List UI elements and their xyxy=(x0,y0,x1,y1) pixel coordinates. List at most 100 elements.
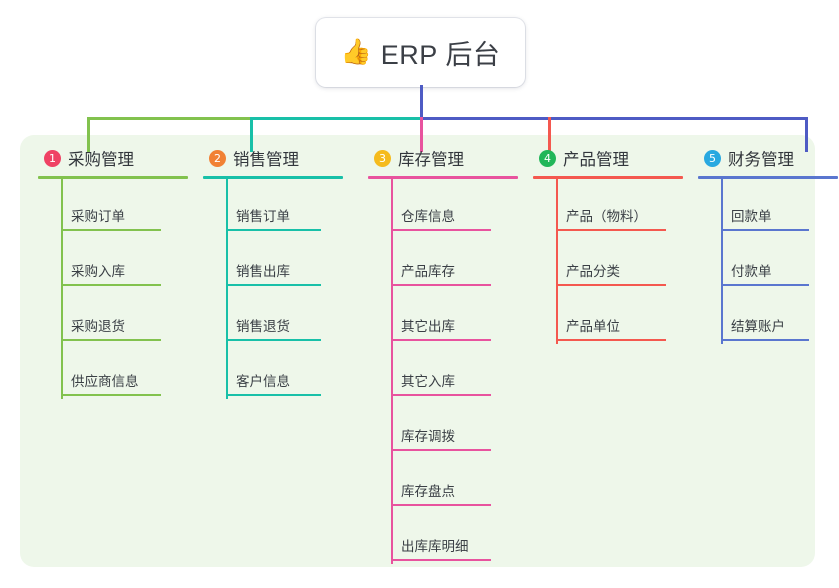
branch-rail xyxy=(556,179,558,344)
bus-segment-teal xyxy=(250,117,420,120)
branch-item-rule xyxy=(721,339,809,341)
branch-title: 财务管理 xyxy=(728,151,794,169)
branch-item-rule xyxy=(391,284,491,286)
branch-stub-3 xyxy=(420,117,423,152)
branch-header-4[interactable]: 4 产品管理 xyxy=(533,145,683,171)
branch-item-rule xyxy=(226,339,321,341)
branch-number-badge: 2 xyxy=(209,149,226,167)
root-node-content: 👍 ERP 后台 xyxy=(341,33,501,72)
branch-item[interactable]: 付款单 xyxy=(698,234,838,289)
branch-item[interactable]: 产品单位 xyxy=(533,289,683,344)
branch-item-label: 产品分类 xyxy=(566,264,620,279)
branch-item-label: 采购订单 xyxy=(71,209,125,224)
branch-item[interactable]: 销售出库 xyxy=(203,234,343,289)
branch-number-badge: 5 xyxy=(704,149,721,167)
branch-item[interactable]: 供应商信息 xyxy=(38,344,188,399)
branch-title: 采购管理 xyxy=(68,151,134,169)
branch-item-label: 库存盘点 xyxy=(401,484,455,499)
branch-item-rule xyxy=(226,394,321,396)
branch-header-1[interactable]: 1 采购管理 xyxy=(38,145,188,171)
branch-number-badge: 1 xyxy=(44,149,61,167)
branch-header-5[interactable]: 5 财务管理 xyxy=(698,145,838,171)
branch-item[interactable]: 库存盘点 xyxy=(368,454,518,509)
branch-header-3[interactable]: 3 库存管理 xyxy=(368,145,518,171)
branch-item-rule xyxy=(226,284,321,286)
branch-item-label: 库存调拨 xyxy=(401,429,455,444)
branch-item-list: 仓库信息产品库存其它出库其它入库库存调拨库存盘点出库库明细 xyxy=(368,179,518,564)
branch-item[interactable]: 采购入库 xyxy=(38,234,188,289)
branch-item[interactable]: 销售订单 xyxy=(203,179,343,234)
branch-item[interactable]: 其它出库 xyxy=(368,289,518,344)
branch-item-label: 采购入库 xyxy=(71,264,125,279)
branch-item-list: 销售订单销售出库销售退货客户信息 xyxy=(203,179,343,399)
root-stem xyxy=(420,85,423,120)
branch-item-rule xyxy=(391,449,491,451)
branch-item[interactable]: 出库库明细 xyxy=(368,509,518,564)
branch-item-label: 供应商信息 xyxy=(71,374,139,389)
branch-item[interactable]: 销售退货 xyxy=(203,289,343,344)
branch-header-rule xyxy=(698,176,838,179)
branch-item-rule xyxy=(61,229,161,231)
branch-item[interactable]: 库存调拨 xyxy=(368,399,518,454)
branch-stub-2 xyxy=(250,117,253,152)
branch-item-rule xyxy=(556,229,666,231)
branch-title: 销售管理 xyxy=(233,151,299,169)
branch-item-label: 其它出库 xyxy=(401,319,455,334)
branch-title: 产品管理 xyxy=(563,151,629,169)
branch-column-3[interactable]: 3 库存管理仓库信息产品库存其它出库其它入库库存调拨库存盘点出库库明细 xyxy=(368,145,518,564)
branch-item-rule xyxy=(391,229,491,231)
branch-header-rule xyxy=(533,176,683,179)
branch-item-rule xyxy=(61,394,161,396)
branch-item-rule xyxy=(556,339,666,341)
branch-item[interactable]: 采购订单 xyxy=(38,179,188,234)
branch-item[interactable]: 产品库存 xyxy=(368,234,518,289)
branch-column-1[interactable]: 1 采购管理采购订单采购入库采购退货供应商信息 xyxy=(38,145,188,399)
branch-item[interactable]: 仓库信息 xyxy=(368,179,518,234)
branch-item-rule xyxy=(391,394,491,396)
branch-item-rule xyxy=(226,229,321,231)
branch-item-rule xyxy=(721,284,809,286)
branch-stub-1 xyxy=(87,117,90,152)
branch-item-list: 回款单付款单结算账户 xyxy=(698,179,838,344)
branch-header-rule xyxy=(368,176,518,179)
branch-item-label: 销售出库 xyxy=(236,264,290,279)
branch-number-badge: 4 xyxy=(539,149,556,167)
branch-column-2[interactable]: 2 销售管理销售订单销售出库销售退货客户信息 xyxy=(203,145,343,399)
branch-stub-5 xyxy=(805,117,808,152)
thumbs-up-icon: 👍 xyxy=(340,38,372,66)
branch-column-5[interactable]: 5 财务管理回款单付款单结算账户 xyxy=(698,145,838,344)
branch-rail xyxy=(721,179,723,344)
branch-item[interactable]: 回款单 xyxy=(698,179,838,234)
branch-item[interactable]: 客户信息 xyxy=(203,344,343,399)
branch-item-rule xyxy=(721,229,809,231)
branch-rail xyxy=(226,179,228,399)
branch-item-label: 回款单 xyxy=(731,209,772,224)
root-node-title: ERP 后台 xyxy=(380,40,501,70)
branch-item-label: 产品库存 xyxy=(401,264,455,279)
branch-item-label: 产品（物料） xyxy=(566,209,647,224)
branch-rail xyxy=(391,179,393,564)
branch-item-label: 销售退货 xyxy=(236,319,290,334)
branch-number-badge: 3 xyxy=(374,149,391,167)
branch-item-rule xyxy=(61,284,161,286)
branch-item-rule xyxy=(556,284,666,286)
root-node[interactable]: 👍 ERP 后台 xyxy=(316,18,525,87)
branch-item-rule xyxy=(391,339,491,341)
bus-segment-indigo xyxy=(420,117,806,120)
branch-item-label: 产品单位 xyxy=(566,319,620,334)
branch-title: 库存管理 xyxy=(398,151,464,169)
branch-item[interactable]: 结算账户 xyxy=(698,289,838,344)
branch-rail xyxy=(61,179,63,399)
branch-item-rule xyxy=(391,559,491,561)
branch-header-2[interactable]: 2 销售管理 xyxy=(203,145,343,171)
branch-column-4[interactable]: 4 产品管理产品（物料） 产品分类产品单位 xyxy=(533,145,683,344)
branch-item-label: 客户信息 xyxy=(236,374,290,389)
branch-item[interactable]: 产品分类 xyxy=(533,234,683,289)
branch-item[interactable]: 采购退货 xyxy=(38,289,188,344)
branch-stub-4 xyxy=(548,117,551,152)
branch-header-rule xyxy=(38,176,188,179)
branch-item-label: 销售订单 xyxy=(236,209,290,224)
branch-item-label: 仓库信息 xyxy=(401,209,455,224)
branch-item[interactable]: 其它入库 xyxy=(368,344,518,399)
branch-item[interactable]: 产品（物料） xyxy=(533,179,683,234)
